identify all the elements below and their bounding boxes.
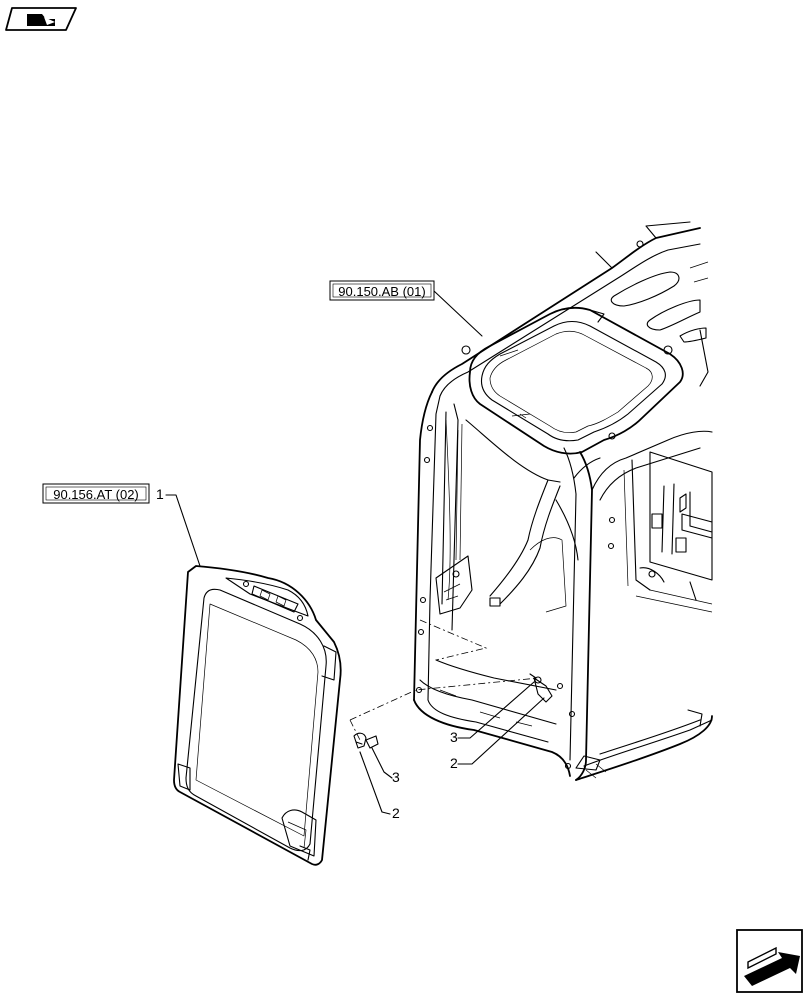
hinge-left <box>353 732 367 749</box>
callout-screw-right: 3 <box>450 681 535 745</box>
cab-frame <box>413 221 713 781</box>
ref-box-cab-frame[interactable]: 90.150.AB (01) <box>329 280 435 301</box>
screw-left <box>365 735 379 749</box>
window-frame <box>173 565 342 866</box>
leader-cab-frame <box>433 290 483 337</box>
book-arrow-icon[interactable] <box>5 7 77 31</box>
callout-number-3-right: 3 <box>450 729 458 745</box>
callout-hinge-left: 2 <box>359 751 400 821</box>
ref-label-window-assembly: 90.156.AT (02) <box>53 487 139 502</box>
alignment-lines <box>349 619 539 741</box>
ref-label-cab-frame: 90.150.AB (01) <box>338 284 425 299</box>
ref-box-window-assembly[interactable]: 90.156.AT (02) <box>42 483 150 504</box>
callout-hinge-right: 2 <box>450 697 545 771</box>
callout-number-2-right: 2 <box>450 755 458 771</box>
next-page-arrow-icon[interactable] <box>736 929 803 993</box>
callout-number-1: 1 <box>156 486 164 502</box>
callout-number-3-left: 3 <box>392 769 400 785</box>
callout-screw-left: 3 <box>371 747 400 785</box>
callout-window-frame: 1 <box>156 486 201 567</box>
callout-number-2-left: 2 <box>392 805 400 821</box>
